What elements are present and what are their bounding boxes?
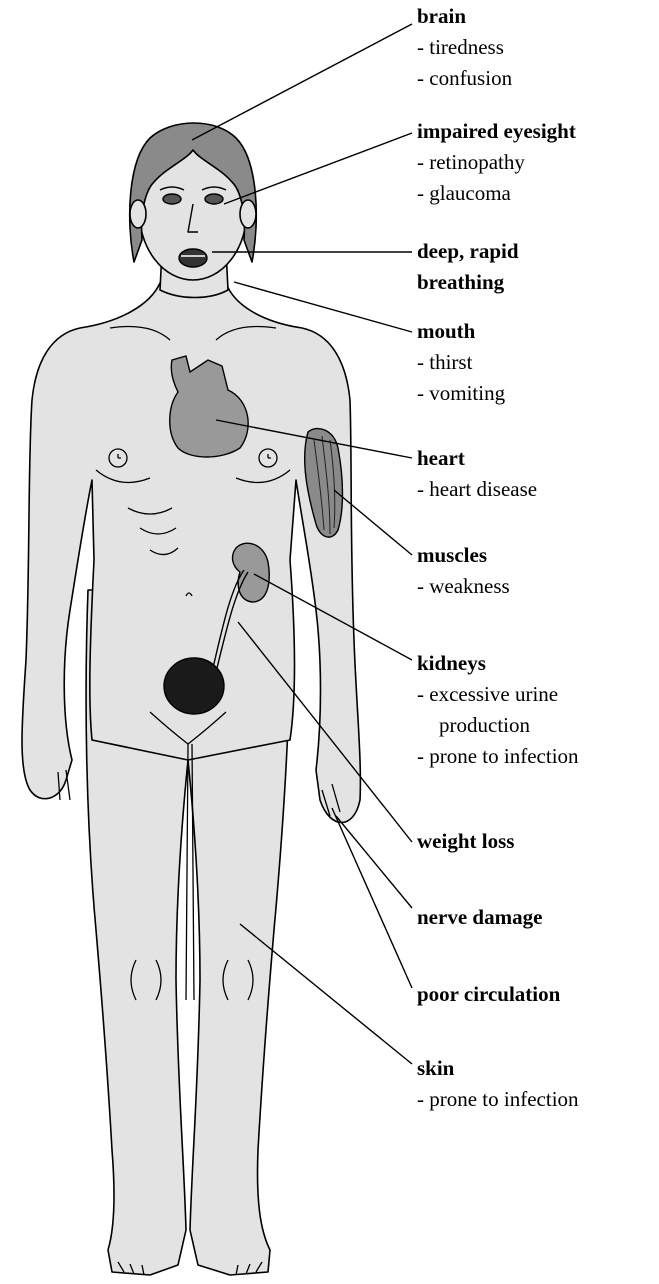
callout-detail: - retinopathy xyxy=(417,147,576,178)
callout-mouth: mouth - thirst - vomiting xyxy=(417,316,505,409)
callout-detail: - tiredness xyxy=(417,32,512,63)
callout-nerve-damage: nerve damage xyxy=(417,902,542,933)
callout-heading: breathing xyxy=(417,267,519,298)
callout-breathing: deep, rapid breathing xyxy=(417,236,519,298)
callout-detail: - prone to infection xyxy=(417,741,579,772)
callout-detail: - thirst xyxy=(417,347,505,378)
callout-heading: muscles xyxy=(417,540,510,571)
leader-circulation xyxy=(332,808,412,988)
callout-heading: deep, rapid xyxy=(417,236,519,267)
bladder-organ xyxy=(164,658,224,714)
callout-detail: - prone to infection xyxy=(417,1084,579,1115)
callout-heading: brain xyxy=(417,1,512,32)
callout-kidneys: kidneys - excessive urine production - p… xyxy=(417,648,579,772)
callout-detail: - heart disease xyxy=(417,474,537,505)
callout-heading: heart xyxy=(417,443,537,474)
callout-heading: skin xyxy=(417,1053,579,1084)
leader-brain xyxy=(192,24,412,140)
callout-skin: skin - prone to infection xyxy=(417,1053,579,1115)
callout-weight-loss: weight loss xyxy=(417,826,514,857)
callout-detail: - confusion xyxy=(417,63,512,94)
callout-detail: production xyxy=(417,710,579,741)
callout-heading: impaired eyesight xyxy=(417,116,576,147)
leader-nerve-damage xyxy=(336,816,412,908)
callout-detail: - vomiting xyxy=(417,378,505,409)
callout-heading: weight loss xyxy=(417,826,514,857)
callout-heading: poor circulation xyxy=(417,979,560,1010)
callout-eyesight: impaired eyesight - retinopathy - glauco… xyxy=(417,116,576,209)
callout-brain: brain - tiredness - confusion xyxy=(417,1,512,94)
callout-detail: - weakness xyxy=(417,571,510,602)
callout-detail: - glaucoma xyxy=(417,178,576,209)
callout-muscles: muscles - weakness xyxy=(417,540,510,602)
callout-circulation: poor circulation xyxy=(417,979,560,1010)
leader-eyesight xyxy=(224,133,412,204)
left-ear xyxy=(130,200,146,228)
right-ear xyxy=(240,200,256,228)
callout-heading: mouth xyxy=(417,316,505,347)
callout-heading: nerve damage xyxy=(417,902,542,933)
callout-detail: - excessive urine xyxy=(417,679,579,710)
callout-heart: heart - heart disease xyxy=(417,443,537,505)
callout-heading: kidneys xyxy=(417,648,579,679)
